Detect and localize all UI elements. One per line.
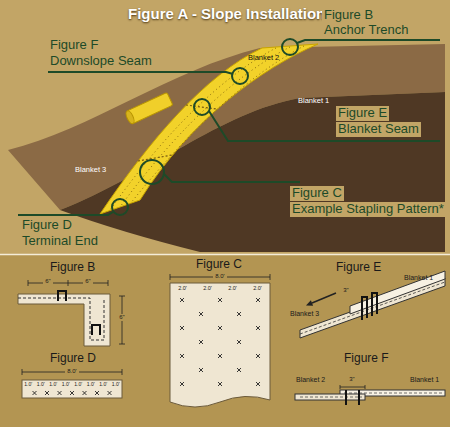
callout-label: Figure F [48,38,100,53]
callout-label: Downslope Seam [48,54,154,69]
dimension-label: 1.0' [87,382,95,388]
figure-c-drawing [170,274,270,407]
callout-circles-part [194,99,210,115]
figure-label: Figure C [196,258,242,272]
dimension-label: 1.0' [49,382,57,388]
figure-c-drawing-part [170,283,270,407]
figure-e-drawing-part [362,293,377,320]
blanket-label: Blanket 2 [248,54,279,63]
dimension-label: 3" [347,376,356,383]
figure-label: Figure D [50,352,96,366]
figure-d-drawing [22,369,122,398]
dimension-label: 1.0' [24,382,32,388]
callout-label: Figure E [336,106,389,121]
leader-lines [18,40,440,215]
figure-e-drawing-part [300,282,445,334]
panels-part [0,254,450,256]
earth-slope [8,44,445,252]
dimension-label: 1.0' [37,382,45,388]
figure-e-drawing-part [350,271,445,314]
callout-label: Blanket Seam [336,122,421,137]
blanket-label: Blanket 3 [75,166,106,175]
figure-f-drawing [295,385,445,405]
figure-title: Figure A - Slope Installation [128,5,325,22]
blanket-label: Blanket 3 [290,310,319,318]
figure-f-drawing-part [300,393,442,397]
leader-lines-part [164,174,300,182]
figure-d-drawing-part [33,391,112,395]
figure-b-drawing-part [18,294,110,346]
dimension-label: 6" [83,278,92,285]
dimension-label: 6" [43,278,52,285]
callout-label: Anchor Trench [322,23,411,38]
blanket [100,44,318,214]
dimension-label: 1.0' [62,382,70,388]
dimension-label: 2.0' [178,285,187,291]
leader-lines-part [297,40,440,43]
callout-circles-part [282,39,298,55]
leader-lines-part [48,72,233,74]
figure-label: Figure F [344,352,389,366]
callout-label: Example Stapling Pattern* [290,202,446,217]
figure-b-drawing [18,280,125,346]
callout-label: Terminal End [20,234,100,249]
figure-c-drawing-part [170,274,270,280]
dimension-label: 6" [117,314,126,321]
callout-label: Figure C [290,186,344,201]
figure-e-drawing [300,271,445,338]
leader-lines-part [209,111,440,141]
dimension-label: 1.0' [112,382,120,388]
earth-slope-part [60,92,445,252]
dimension-label: 2.0' [253,285,262,291]
panels-part [0,0,450,254]
figure-e-drawing-part [306,300,313,306]
figure-d-drawing-part [22,369,122,375]
figure-c-drawing-part [180,298,260,386]
blanket-label: Blanket 2 [296,376,325,384]
figure-label: Figure B [50,261,95,275]
blanket-roll [124,92,173,125]
blanket-label: Blanket 1 [410,376,439,384]
figure-f-drawing-part [346,390,359,405]
blanket-label: Blanket 1 [404,274,433,282]
callout-label: Figure D [20,218,74,233]
callout-circles-part [232,68,248,84]
figure-b-drawing-part [58,291,100,335]
leader-lines-part [18,212,113,215]
blanket-part [100,44,318,214]
dimension-label: 2.0' [228,285,237,291]
dimension-label: 1.0' [74,382,82,388]
callout-circles-part [112,199,128,215]
dimension-label: 2.0' [203,285,212,291]
callout-label: Figure B [322,8,375,23]
dimension-label: 8.0' [213,273,227,280]
figure-e-drawing-part [312,293,336,303]
figure-f-drawing-part [340,385,365,389]
dimension-label: 1.0' [99,382,107,388]
figure-b-drawing-part [28,280,108,286]
dimension-label: 8.0' [65,368,79,375]
blanket-label: Blanket 1 [298,97,329,106]
panels-part [0,255,450,427]
figure-d-drawing-part [22,380,122,398]
callout-circles-part [140,160,164,184]
blanket-roll-part [124,110,135,125]
dimension-label: 3" [341,287,350,294]
figure-label: Figure E [336,261,381,275]
